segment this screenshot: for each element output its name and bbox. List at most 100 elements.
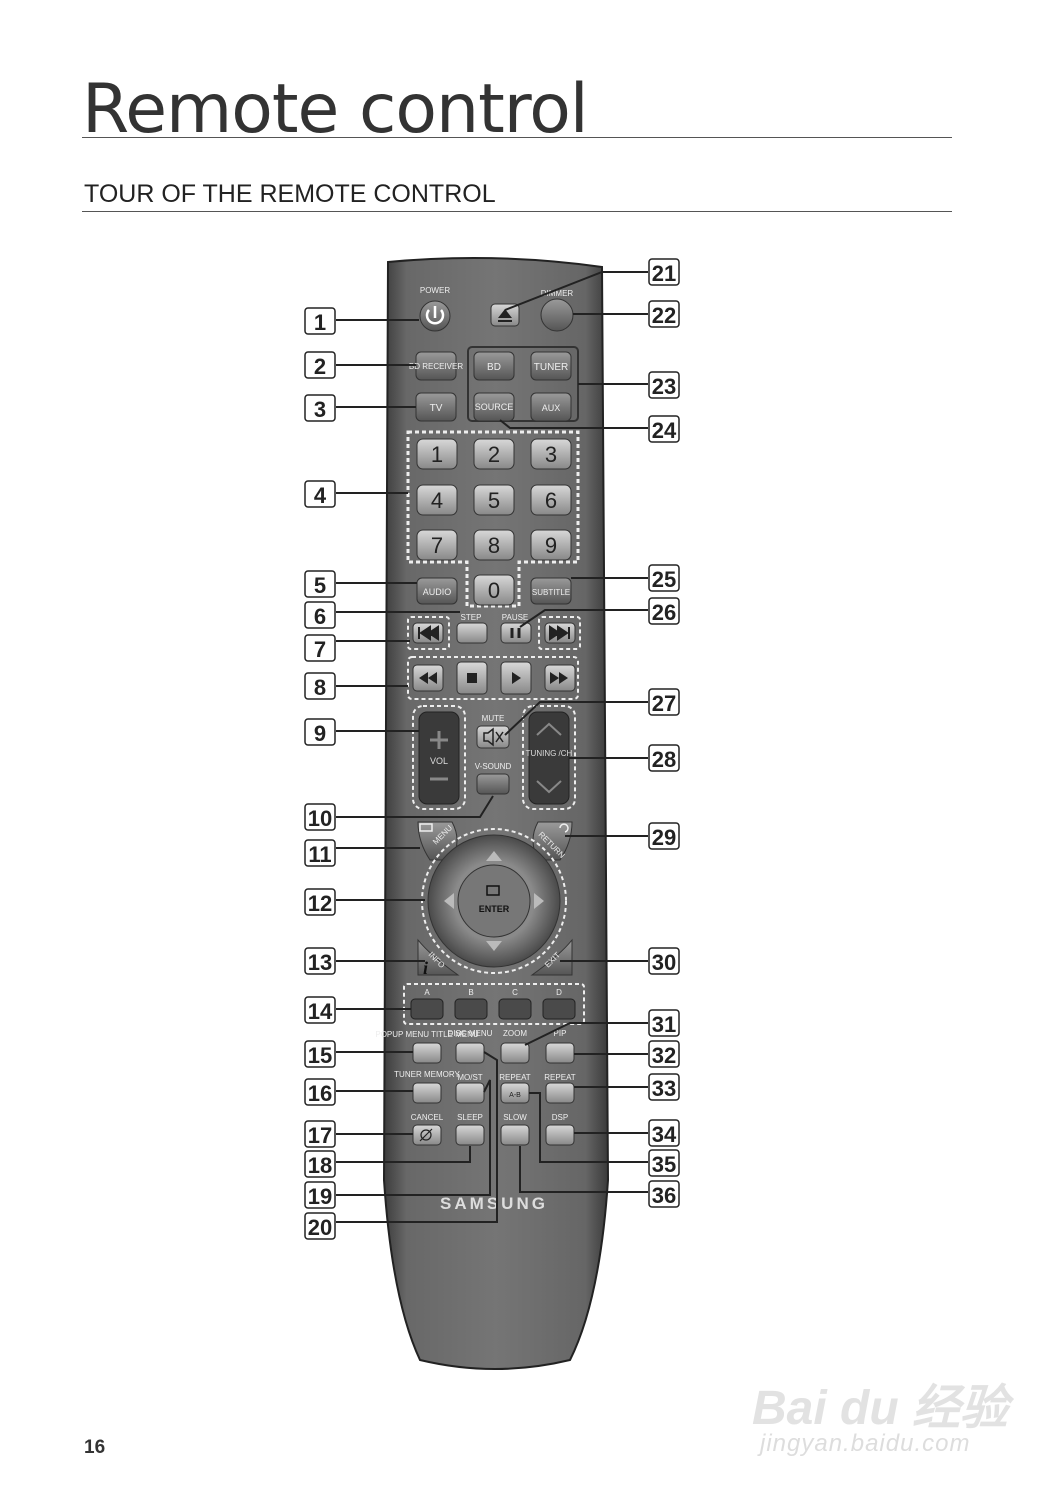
digit-7-button[interactable] [416, 529, 458, 561]
stop-icon [467, 673, 477, 683]
dimmer-button[interactable] [540, 298, 574, 332]
page-number: 16 [84, 1437, 106, 1458]
digit-3-button[interactable] [530, 438, 572, 470]
dsp-label: DSP [552, 1113, 568, 1122]
callout-8: 8 [314, 675, 326, 700]
vol-label: VOL [430, 756, 448, 766]
zoom-label: ZOOM [503, 1029, 527, 1038]
zoom-button[interactable] [500, 1042, 530, 1064]
digit-7-label: 7 [431, 533, 443, 558]
digit-5-label: 5 [488, 488, 500, 513]
pip-button[interactable] [545, 1042, 575, 1064]
power-label: POWER [420, 286, 450, 295]
disc-menu-button[interactable] [455, 1042, 485, 1064]
skip-back-outline [407, 616, 450, 650]
pause-button[interactable] [500, 622, 532, 644]
nav-left-icon [444, 893, 454, 909]
repeat-button[interactable] [545, 1082, 575, 1104]
tuning-rocker[interactable] [528, 711, 570, 805]
digit-1-label: 1 [431, 442, 443, 467]
nav-up-icon [486, 851, 502, 861]
digit-0-button[interactable] [473, 574, 515, 606]
callout-25: 25 [652, 567, 676, 592]
repeat-label: REPEAT [544, 1073, 576, 1082]
digit-4-button[interactable] [416, 484, 458, 516]
popup-menu-button[interactable] [412, 1042, 442, 1064]
callout-20: 20 [308, 1215, 332, 1240]
skip-back-icon [418, 625, 439, 641]
exit-button[interactable] [530, 938, 573, 976]
callout-34: 34 [652, 1122, 677, 1147]
bd-label: BD [487, 362, 501, 373]
callout-6: 6 [314, 604, 326, 629]
b-button[interactable] [454, 998, 488, 1020]
digit-2-button[interactable] [473, 438, 515, 470]
digit-9-label: 9 [545, 533, 557, 558]
tv-label: TV [430, 403, 443, 414]
nav-down-icon [486, 941, 502, 951]
cancel-label: CANCEL [411, 1113, 444, 1122]
power-icon [425, 306, 445, 325]
digit-1-button[interactable] [416, 438, 458, 470]
dimmer-label: DIMMER [541, 289, 574, 298]
callout-10: 10 [308, 806, 332, 831]
tuner-button[interactable] [530, 351, 572, 381]
watermark-url: jingyan.baidu.com [760, 1430, 971, 1457]
c-button[interactable] [498, 998, 532, 1020]
cancel-button[interactable] [412, 1124, 442, 1146]
bd-button[interactable] [473, 351, 515, 381]
callout-30: 30 [652, 950, 676, 975]
callout-7: 7 [314, 637, 326, 662]
info-button[interactable] [417, 938, 460, 976]
nav-right-icon [534, 893, 544, 909]
sleep-button[interactable] [455, 1124, 485, 1146]
channel-down-icon [536, 780, 562, 794]
step-label: STEP [461, 613, 482, 622]
enter-icon [486, 885, 500, 896]
callout-29: 29 [652, 825, 676, 850]
a-button[interactable] [410, 998, 444, 1020]
callout-13: 13 [308, 950, 332, 975]
watermark-logo: Bai du 经验 [752, 1382, 1009, 1435]
subtitle-button[interactable] [530, 577, 572, 605]
ab-label: A-B [509, 1092, 521, 1099]
d-button[interactable] [542, 998, 576, 1020]
digit-5-button[interactable] [473, 484, 515, 516]
audio-button[interactable] [416, 577, 458, 605]
dsp-button[interactable] [545, 1124, 575, 1146]
digit-6-button[interactable] [530, 484, 572, 516]
channel-up-icon [536, 722, 562, 736]
aux-button[interactable] [530, 392, 572, 422]
step-button[interactable] [456, 622, 488, 644]
callout-9: 9 [314, 721, 326, 746]
callout-15: 15 [308, 1043, 332, 1068]
callout-26: 26 [652, 600, 676, 625]
callout-31: 31 [652, 1012, 676, 1037]
most-label: MO/ST [457, 1073, 482, 1082]
slow-label: SLOW [503, 1113, 527, 1122]
enter-button[interactable] [457, 864, 531, 938]
digit-9-button[interactable] [530, 529, 572, 561]
pause-label: PAUSE [502, 613, 529, 622]
b-label: B [468, 988, 473, 997]
subtitle-label: SUBTITLE [532, 588, 570, 597]
callout-16: 16 [308, 1081, 332, 1106]
info-icon: i [423, 958, 428, 978]
callout-3: 3 [314, 397, 326, 422]
source-button[interactable] [473, 392, 515, 422]
mute-label: MUTE [482, 714, 505, 723]
repeatab-label: REPEAT [499, 1073, 531, 1082]
vol-rocker[interactable] [418, 711, 460, 805]
tuner-memory-button[interactable] [412, 1082, 442, 1104]
skip-forward-outline [538, 616, 581, 650]
brand-logo: SAMSUNG [440, 1194, 548, 1213]
vsound-button[interactable] [476, 773, 510, 795]
popup-label: POPUP MENU TITLE MENU [375, 1030, 479, 1039]
most-button[interactable] [455, 1082, 485, 1104]
aux-label: AUX [542, 403, 561, 413]
page-title: Remote control [82, 70, 589, 149]
digit-8-button[interactable] [473, 529, 515, 561]
callout-18: 18 [308, 1153, 332, 1178]
pause-icon [510, 628, 521, 638]
slow-button[interactable] [500, 1124, 530, 1146]
